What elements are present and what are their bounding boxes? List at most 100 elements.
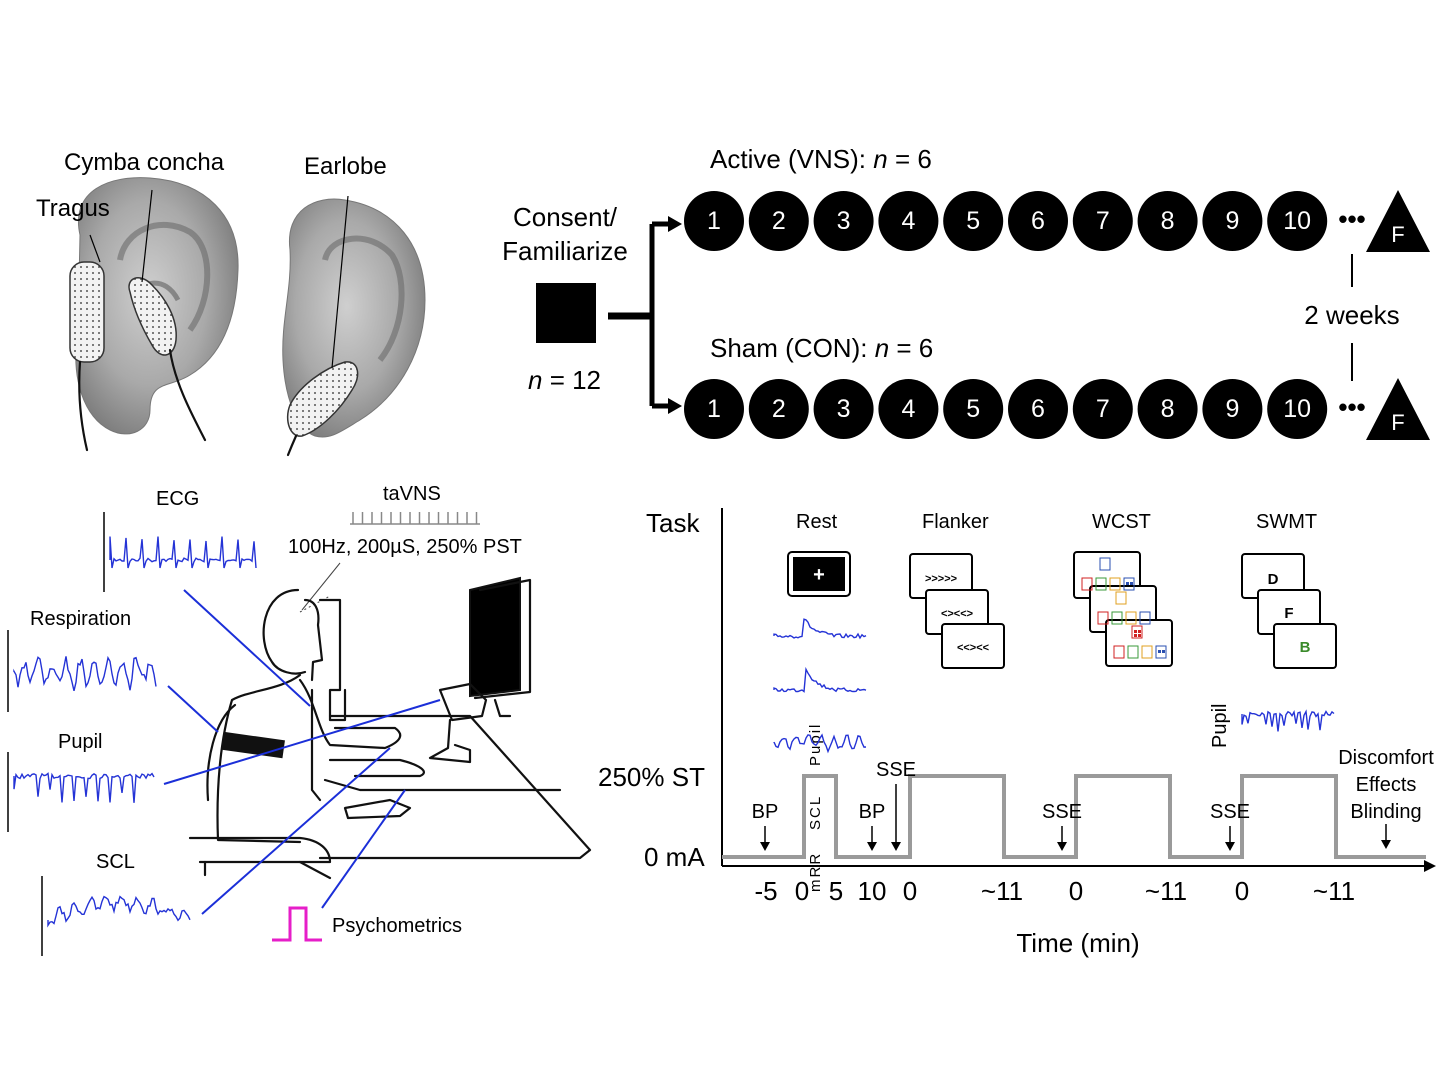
sham-session-7 [1072,379,1133,439]
active-group-label: Active (VNS): n = 6 [710,144,932,174]
final-event-blinding: Blinding [1350,801,1421,823]
x-tick-1: 0 [795,876,809,906]
tragus-electrode [69,261,105,363]
event-arrowhead-3 [1057,842,1067,851]
cymba-concha-label: Cymba concha [64,149,225,176]
swmt-letter-2: F [1284,605,1293,622]
branch-bottom-arrowhead [668,398,682,414]
x-axis-label: Time (min) [1016,928,1139,958]
x-tick-5: ~11 [981,876,1023,906]
psychometrics-label: Psychometrics [332,915,462,937]
tragus-pointer [89,234,101,263]
eye-tracker [438,682,488,722]
sham-session-label-8: 8 [1161,395,1175,423]
sham-session-6 [1008,379,1068,439]
active-session-10 [1267,191,1328,251]
active-session-5 [943,191,1004,251]
flanker-screens: >>>>> <><<> <<><< [909,553,1005,669]
rest-scl-trace [773,666,867,693]
event-label-2: SSE [876,759,916,781]
sham-ellipsis: ••• [1338,392,1365,422]
swmt-screens: D F B [1241,553,1337,669]
panel-d-protocol: Task 250% ST 0 mA Rest Flanker WCST SWMT… [598,508,1436,958]
swmt-letter-3: B [1300,639,1311,656]
event-arrowhead-2 [891,842,901,851]
final-event-discomfort: Discomfort [1338,747,1434,769]
scl-label: SCL [96,851,135,873]
pupil-trace [13,772,155,803]
sham-session-8 [1137,379,1198,439]
active-session-1 [684,191,744,251]
active-session-label-1: 1 [707,207,721,235]
active-session-label-2: 2 [772,207,786,235]
scl-lead [201,747,391,915]
active-session-3 [813,191,874,251]
pupil-label: Pupil [58,731,102,753]
sham-session-label-6: 6 [1031,395,1045,423]
task-swmt: SWMT [1256,511,1317,533]
rest-screen: + [787,551,851,597]
x-axis-arrowhead [1424,860,1436,872]
sham-session-2 [748,379,809,439]
scl-trace [47,895,191,928]
sham-session-label-4: 4 [901,395,915,423]
tavns-label: taVNS [383,483,441,505]
physio-vertical-labels: Pupil SCL mRR [807,723,824,892]
sham-session-1 [684,379,744,439]
active-ellipsis: ••• [1338,204,1365,234]
familiarize-label: Familiarize [502,236,628,266]
event-label-3: SSE [1042,801,1082,823]
sham-session-label-10: 10 [1283,395,1311,423]
wcst-screens [1073,551,1173,667]
sham-final-triangle [1366,378,1430,440]
swmt-pupil-label: Pupil [1209,704,1231,748]
respiration-belt [221,731,285,759]
event-arrowhead-1 [867,842,877,851]
active-session-label-3: 3 [837,207,851,235]
event-label-1: BP [859,801,886,823]
active-session-label-8: 8 [1161,207,1175,235]
active-session-label-4: 4 [901,207,915,235]
respiration-lead [167,685,219,733]
x-tick-3: 10 [858,876,887,906]
keyboard [343,798,412,820]
earlobe-electrode [286,361,359,437]
x-tick-0: -5 [754,876,777,906]
respiration-label: Respiration [30,608,131,630]
sham-session-label-1: 1 [707,395,721,423]
stimulation-waveform [722,774,1426,859]
sham-session-label-2: 2 [772,395,786,423]
active-session-8 [1137,191,1198,251]
ecg-lead [183,589,311,707]
panel-c-setup: ECG Respiration Pupil SCL taVNS 100Hz, 2… [7,483,592,956]
x-tick-9: ~11 [1313,876,1355,906]
active-session-label-5: 5 [966,207,980,235]
x-tick-8: 0 [1235,876,1249,906]
flanker-stim-2: <><<> [941,608,973,620]
tragus-lead-wire [78,360,89,452]
rest-pupil-trace [773,618,867,640]
fixation-cross: + [813,564,825,586]
task-wcst: WCST [1092,511,1151,533]
physio-label-scl: SCL [807,795,824,830]
ecg-trace [109,536,257,569]
earlobe-label: Earlobe [304,153,387,180]
active-session-6 [1008,191,1068,251]
sham-session-10 [1267,379,1328,439]
ecg-label: ECG [156,488,199,510]
x-tick-2: 5 [829,876,843,906]
n-total-label: n = 12 [528,365,601,395]
x-tick-7: ~11 [1145,876,1187,906]
monitor [469,576,521,698]
active-final-label: F [1391,222,1404,247]
active-final-triangle [1366,190,1430,252]
sham-session-3 [813,379,874,439]
swmt-letter-1: D [1268,571,1279,588]
event-arrowhead-4 [1225,842,1235,851]
psychometrics-pulse [272,906,322,942]
